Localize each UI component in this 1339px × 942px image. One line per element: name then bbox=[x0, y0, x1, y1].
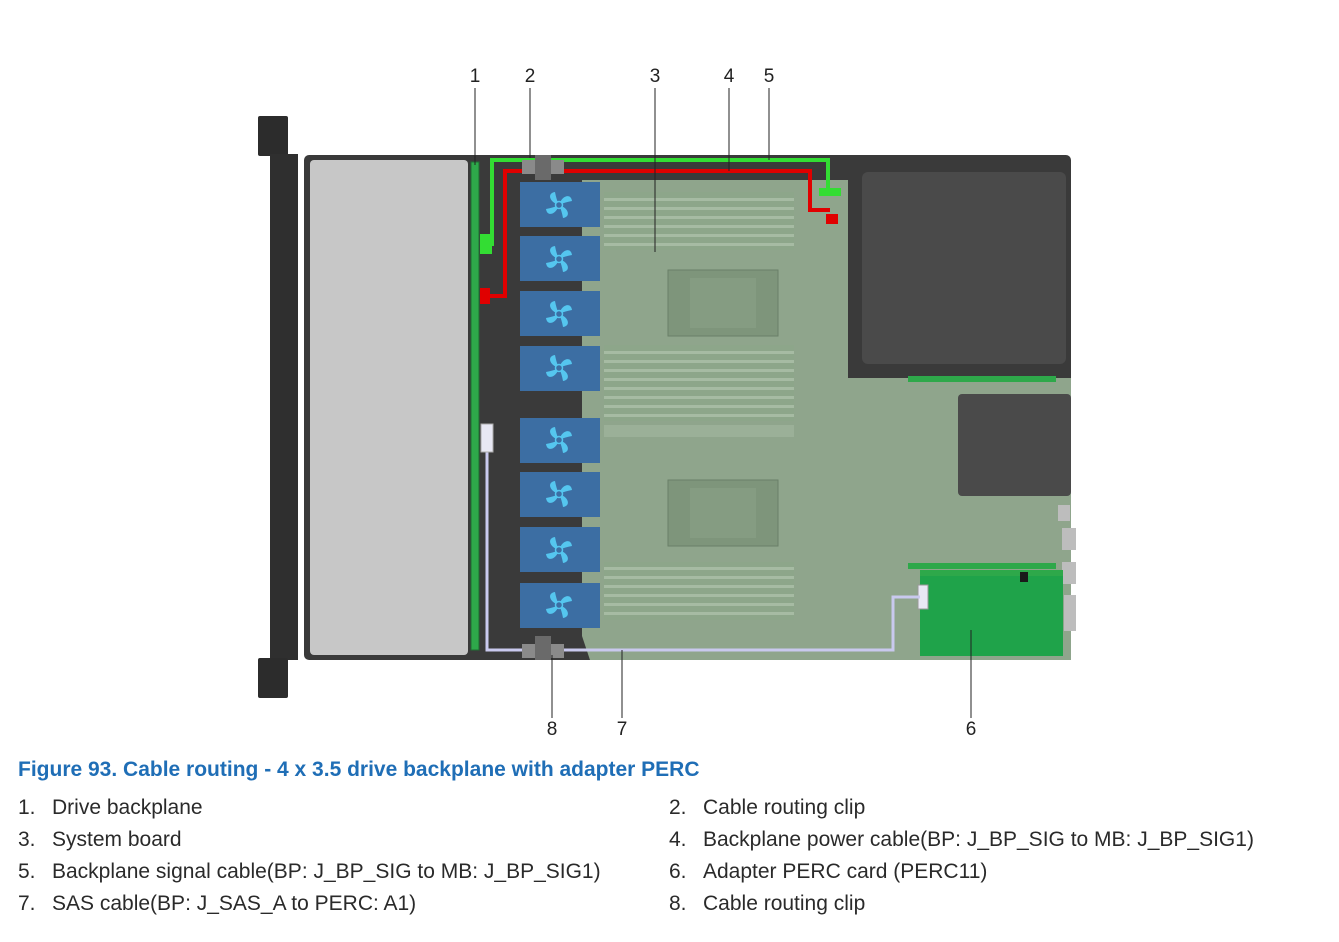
legend-number: 2. bbox=[669, 796, 687, 819]
cpu-socket-1 bbox=[667, 269, 779, 337]
callout-4: 4 bbox=[724, 66, 735, 87]
figure-caption: Figure 93. Cable routing - 4 x 3.5 drive… bbox=[18, 758, 700, 781]
legend-label: Cable routing clip bbox=[703, 892, 866, 915]
legend-number: 3. bbox=[18, 828, 36, 851]
fan-module bbox=[520, 182, 600, 628]
backplane-power-cable bbox=[484, 169, 830, 298]
legend-number: 4. bbox=[669, 828, 687, 851]
legend-item: 6. Adapter PERC card (PERC11) bbox=[669, 860, 987, 884]
power-supply bbox=[862, 172, 1066, 364]
callout-7: 7 bbox=[617, 719, 628, 740]
sas-connector-bp bbox=[480, 423, 494, 453]
power-connector-bp bbox=[480, 288, 490, 304]
signal-connector-bp bbox=[480, 234, 492, 254]
sas-cable bbox=[485, 448, 920, 652]
drive-backplane bbox=[470, 161, 480, 651]
legend-label: Backplane signal cable(BP: J_BP_SIG to M… bbox=[52, 860, 601, 883]
system-board bbox=[582, 180, 1071, 660]
callout-leaders bbox=[474, 88, 972, 718]
riser-slot-2 bbox=[908, 563, 1056, 569]
callout-3: 3 bbox=[650, 66, 661, 87]
front-ear-left bbox=[258, 116, 298, 698]
callout-5: 5 bbox=[764, 66, 775, 87]
riser-bracket bbox=[958, 394, 1071, 496]
legend-number: 8. bbox=[669, 892, 687, 915]
legend-number: 5. bbox=[18, 860, 36, 883]
legend-label: Cable routing clip bbox=[703, 796, 866, 819]
cpu-socket-2 bbox=[667, 479, 779, 547]
legend-item: 7. SAS cable(BP: J_SAS_A to PERC: A1) bbox=[18, 892, 416, 916]
callout-1: 1 bbox=[470, 66, 481, 87]
riser-slot-1 bbox=[908, 376, 1056, 382]
legend-item: 1. Drive backplane bbox=[18, 796, 203, 820]
callout-2: 2 bbox=[525, 66, 536, 87]
legend-item: 2. Cable routing clip bbox=[669, 796, 865, 820]
drive-bay bbox=[310, 160, 468, 655]
legend-label: Backplane power cable(BP: J_BP_SIG to MB… bbox=[703, 828, 1254, 851]
legend-item: 8. Cable routing clip bbox=[669, 892, 865, 916]
callout-8: 8 bbox=[547, 719, 558, 740]
legend-item: 4. Backplane power cable(BP: J_BP_SIG to … bbox=[669, 828, 1254, 852]
cable-routing-clip-bottom bbox=[522, 636, 564, 660]
rear-io-ports bbox=[1058, 505, 1076, 631]
legend-number: 1. bbox=[18, 796, 36, 819]
legend-number: 6. bbox=[669, 860, 687, 883]
legend-item: 3. System board bbox=[18, 828, 182, 852]
legend-label: SAS cable(BP: J_SAS_A to PERC: A1) bbox=[52, 892, 417, 915]
legend-label: Adapter PERC card (PERC11) bbox=[703, 860, 988, 883]
power-connector-mb bbox=[826, 214, 838, 224]
legend-label: Drive backplane bbox=[52, 796, 203, 819]
cable-routing-diagram: 1 2 3 4 5 6 7 8 bbox=[258, 66, 1076, 740]
signal-connector-mb bbox=[819, 188, 841, 196]
adapter-perc-card bbox=[917, 570, 1063, 656]
legend-item: 5. Backplane signal cable(BP: J_BP_SIG to… bbox=[18, 860, 601, 884]
legend-number: 7. bbox=[18, 892, 36, 915]
legend-label: System board bbox=[52, 828, 182, 851]
callout-6: 6 bbox=[966, 719, 977, 740]
cable-routing-clip-top bbox=[522, 155, 564, 180]
